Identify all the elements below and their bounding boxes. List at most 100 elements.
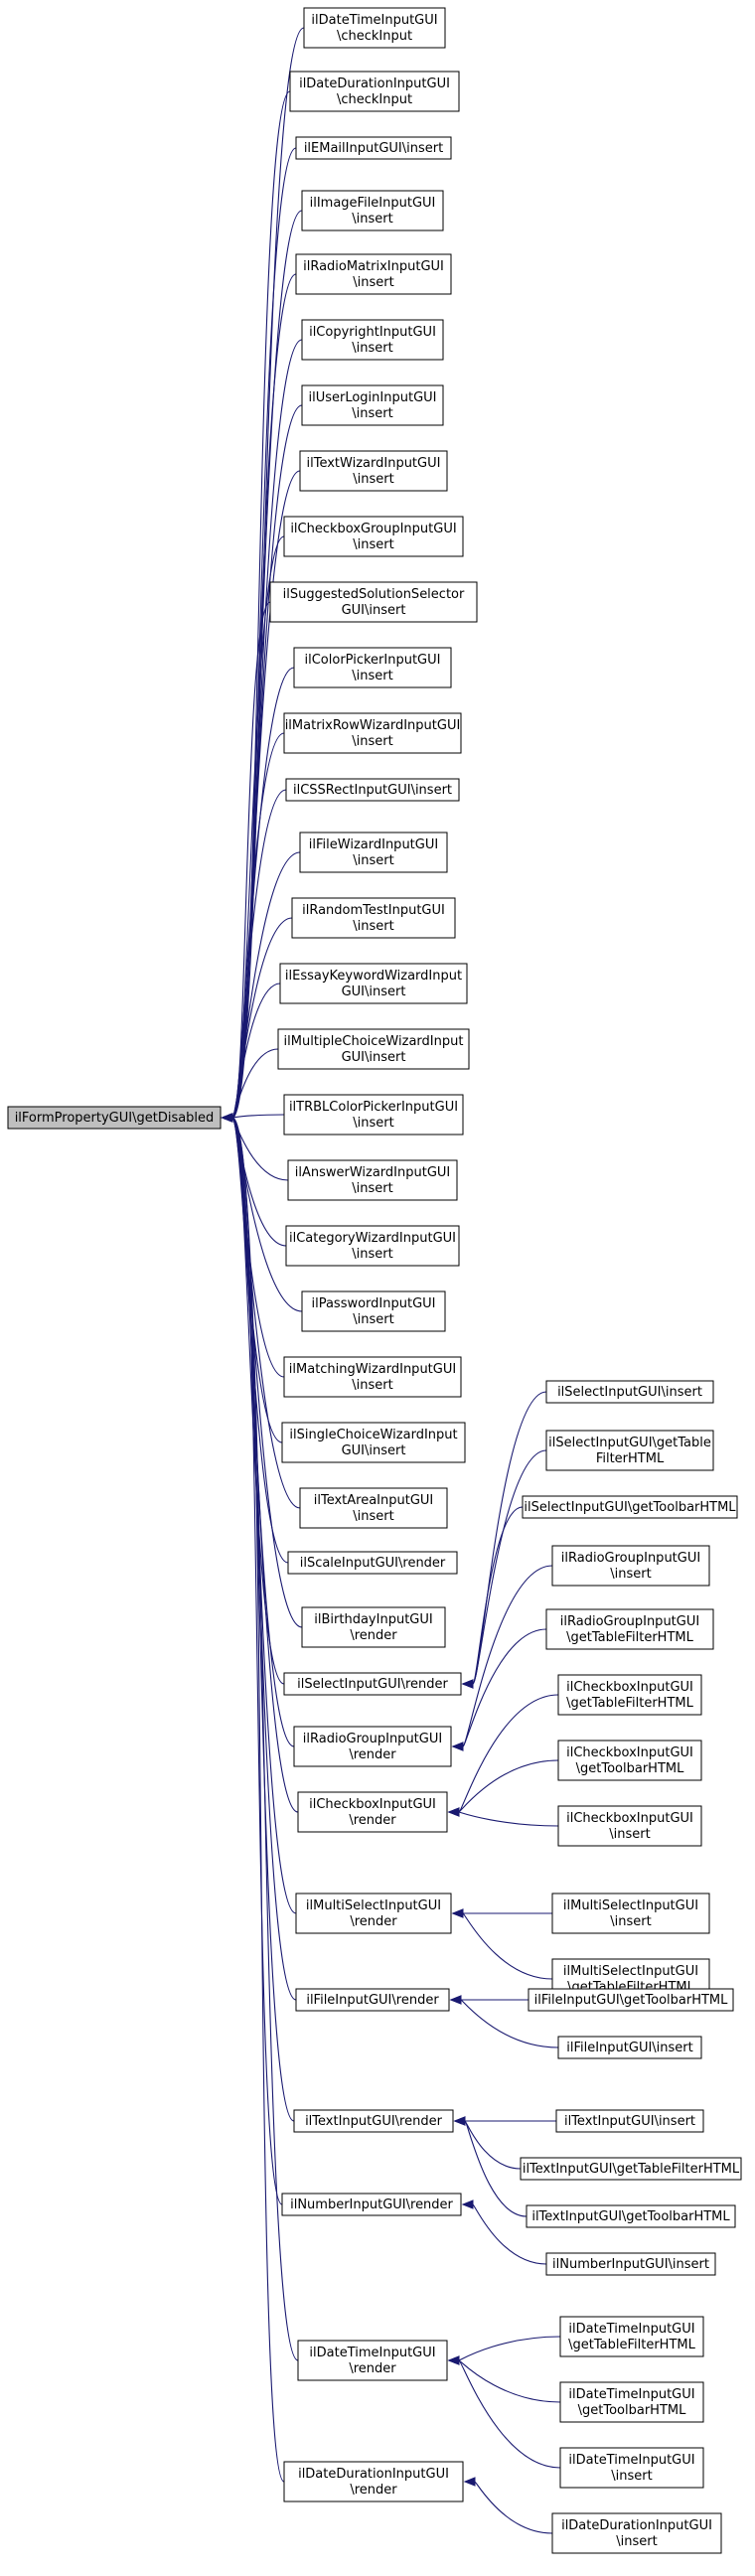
node-label: ilTRBLColorPickerInputGUI [289,1100,458,1115]
edge-n17-to-root [221,1048,279,1123]
node-label: ilTextInputGUI\insert [564,2114,695,2129]
edge-n20-to-root [221,1113,287,1247]
node-ilfilewizardinputgui-insert[interactable]: ilFileWizardInputGUI\insert [299,832,448,873]
edge-n16-to-root [221,983,281,1123]
node-ilnumberinputgui-insert[interactable]: ilNumberInputGUI\insert [545,2252,716,2276]
node-label: ilDateTimeInputGUI [568,2387,694,2402]
node-ilmatchingwizardinputgui-insert[interactable]: ilMatchingWizardInputGUI\insert [283,1356,462,1398]
node-ilfileinputgui-insert[interactable]: ilFileInputGUI\insert [557,2036,702,2059]
node-ildatedurationinputgui-insert[interactable]: ilDateDurationInputGUI\insert [551,2512,722,2554]
node-label: ilBirthdayInputGUI [314,1612,432,1627]
node-label: ilDateDurationInputGUI [299,76,450,91]
node-box [269,581,478,623]
node-label: ilDateTimeInputGUI [309,2346,435,2360]
node-ilrandomtestinputgui-insert[interactable]: ilRandomTestInputGUI\insert [291,897,456,939]
node-label: \insert [616,2534,657,2549]
edge-d1-to-n34 [447,2336,561,2365]
node-ilcategorywizardinputgui-insert[interactable]: ilCategoryWizardInputGUI\insert [285,1225,460,1267]
node-label: \insert [353,1509,393,1524]
node-ilscaleinputgui-render[interactable]: ilScaleInputGUI\render [287,1551,458,1575]
node-ildatetimeinputgui-render[interactable]: ilDateTimeInputGUI\render [297,2340,448,2381]
node-ilselectinputgui-gettoolbarhtml[interactable]: ilSelectInputGUI\getToolbarHTML [522,1495,738,1519]
node-label: \insert [352,734,392,749]
node-box [287,1551,458,1575]
node-ilanswerwizardinputgui-insert[interactable]: ilAnswerWizardInputGUI\insert [287,1159,458,1201]
node-box [301,319,444,361]
node-box [293,2109,454,2133]
node-iltextinputgui-gettablefilterhtml[interactable]: ilTextInputGUI\getTableFilterHTML [520,2157,742,2181]
node-box [520,2157,742,2181]
node-label: \insert [352,1247,392,1262]
node-iltextwizardinputgui-insert[interactable]: ilTextWizardInputGUI\insert [299,450,448,492]
node-box [7,1106,222,1130]
node-label: ilFileInputGUI\insert [566,2041,693,2055]
node-box [551,1893,710,1934]
node-ilcopyrightinputgui-insert[interactable]: ilCopyrightInputGUI\insert [301,319,444,361]
node-label: \getToolbarHTML [576,1761,684,1776]
node-label: ilTextWizardInputGUI [307,456,441,471]
node-ilradiogroupinputgui-render[interactable]: ilRadioGroupInputGUI\render [293,1726,452,1767]
node-iltrblcolorpickerinputgui-insert[interactable]: ilTRBLColorPickerInputGUI\insert [283,1094,464,1136]
node-box [301,1606,446,1648]
edge-line [460,1999,559,2048]
node-ilfileinputgui-render[interactable]: ilFileInputGUI\render [295,1988,450,2012]
node-ilcheckboxinputgui-insert[interactable]: ilCheckboxInputGUI\insert [557,1805,702,1847]
node-label: ilColorPickerInputGUI [305,653,441,668]
node-ilradiomatrixinputgui-insert[interactable]: ilRadioMatrixInputGUI\insert [295,253,452,295]
node-label: GUI\insert [342,1050,406,1065]
node-ilpasswordinputgui-insert[interactable]: ilPasswordInputGUI\insert [301,1290,446,1332]
node-iluserlogininputgui-insert[interactable]: ilUserLoginInputGUI\insert [301,384,444,426]
node-ildatetimeinputgui-gettoolbarhtml[interactable]: ilDateTimeInputGUI\getToolbarHTML [559,2381,704,2423]
node-ilmultiselectinputgui-insert[interactable]: ilMultiSelectInputGUI\insert [551,1893,710,1934]
node-iltextinputgui-gettoolbarhtml[interactable]: ilTextInputGUI\getToolbarHTML [526,2204,736,2228]
node-ilnumberinputgui-render[interactable]: ilNumberInputGUI\render [281,2193,462,2216]
node-label: ilCheckboxGroupInputGUI [290,522,456,536]
node-ildatetimeinputgui-gettablefilterhtml[interactable]: ilDateTimeInputGUI\getTableFilterHTML [559,2316,704,2357]
arrowhead [447,1807,460,1817]
node-ilcheckboxgroupinputgui-insert[interactable]: ilCheckboxGroupInputGUI\insert [283,516,464,557]
node-ilmatrixrowwizardinputgui-insert[interactable]: ilMatrixRowWizardInputGUI\insert [283,712,462,754]
node-label: \checkInput [337,92,412,107]
node-ilradiogroupinputgui-insert[interactable]: ilRadioGroupInputGUI\insert [551,1545,710,1587]
node-label: ilFileInputGUI\render [306,1993,439,2008]
edge-d3-to-n34 [447,2355,561,2469]
node-label: ilTextInputGUI\render [305,2114,443,2129]
node-ilcssrectinputgui-insert[interactable]: ilCSSRectInputGUI\insert [285,778,460,802]
node-label: ilTextInputGUI\getToolbarHTML [531,2209,730,2224]
node-ildatetimeinputgui-insert[interactable]: ilDateTimeInputGUI\insert [559,2447,704,2489]
node-label: ilAnswerWizardInputGUI [295,1165,451,1180]
node-ilcheckboxinputgui-render[interactable]: ilCheckboxInputGUI\render [297,1791,448,1833]
node-iltextinputgui-render[interactable]: ilTextInputGUI\render [293,2109,454,2133]
node-label: ilMultiSelectInputGUI [563,1964,698,1979]
node-ilbirthdayinputgui-render[interactable]: ilBirthdayInputGUI\render [301,1606,446,1648]
node-ildatedurationinputgui-checkinput[interactable]: ilDateDurationInputGUI\checkInput [289,71,460,112]
node-box [285,1225,460,1267]
node-label: ilFileInputGUI\getToolbarHTML [534,1993,729,2008]
node-ilformpropertygui-getdisabled[interactable]: ilFormPropertyGUI\getDisabled [7,1106,222,1130]
node-ilselectinputgui-render[interactable]: ilSelectInputGUI\render [283,1672,462,1696]
node-label: \render [349,1813,396,1828]
node-ilselectinputgui-insert[interactable]: ilSelectInputGUI\insert [545,1380,714,1404]
node-ildatetimeinputgui-checkinput[interactable]: ilDateTimeInputGUI\checkInput [303,7,446,49]
node-label: \getToolbarHTML [578,2403,686,2418]
node-ilmultiselectinputgui-render[interactable]: ilMultiSelectInputGUI\render [295,1893,452,1934]
node-label: \insert [353,472,393,487]
node-ilcheckboxinputgui-gettoolbarhtml[interactable]: ilCheckboxInputGUI\getToolbarHTML [557,1740,702,1781]
node-ildatedurationinputgui-render[interactable]: ilDateDurationInputGUI\render [283,2461,464,2502]
node-iltextareainputgui-insert[interactable]: ilTextAreaInputGUI\insert [299,1487,448,1529]
edge-r1-to-n28 [451,1565,553,1751]
node-iltextinputgui-insert[interactable]: ilTextInputGUI\insert [555,2109,704,2133]
node-ilcolorpickerinputgui-insert[interactable]: ilColorPickerInputGUI\insert [293,647,452,688]
node-ilcheckboxinputgui-gettablefilterhtml[interactable]: ilCheckboxInputGUI\getTableFilterHTML [557,1674,702,1716]
node-box [557,1740,702,1781]
node-ilfileinputgui-gettoolbarhtml[interactable]: ilFileInputGUI\getToolbarHTML [528,1988,734,2012]
node-ilradiogroupinputgui-gettablefilterhtml[interactable]: ilRadioGroupInputGUI\getTableFilterHTML [545,1608,714,1650]
edge-line [231,1048,279,1119]
node-ilemailinputgui-insert[interactable]: ilEMailInputGUI\insert [295,136,452,160]
node-ilselectinputgui-gettablefilterhtml[interactable]: ilSelectInputGUI\getTableFilterHTML [545,1430,714,1471]
node-ilimagefileinputgui-insert[interactable]: ilImageFileInputGUI\insert [301,190,444,231]
